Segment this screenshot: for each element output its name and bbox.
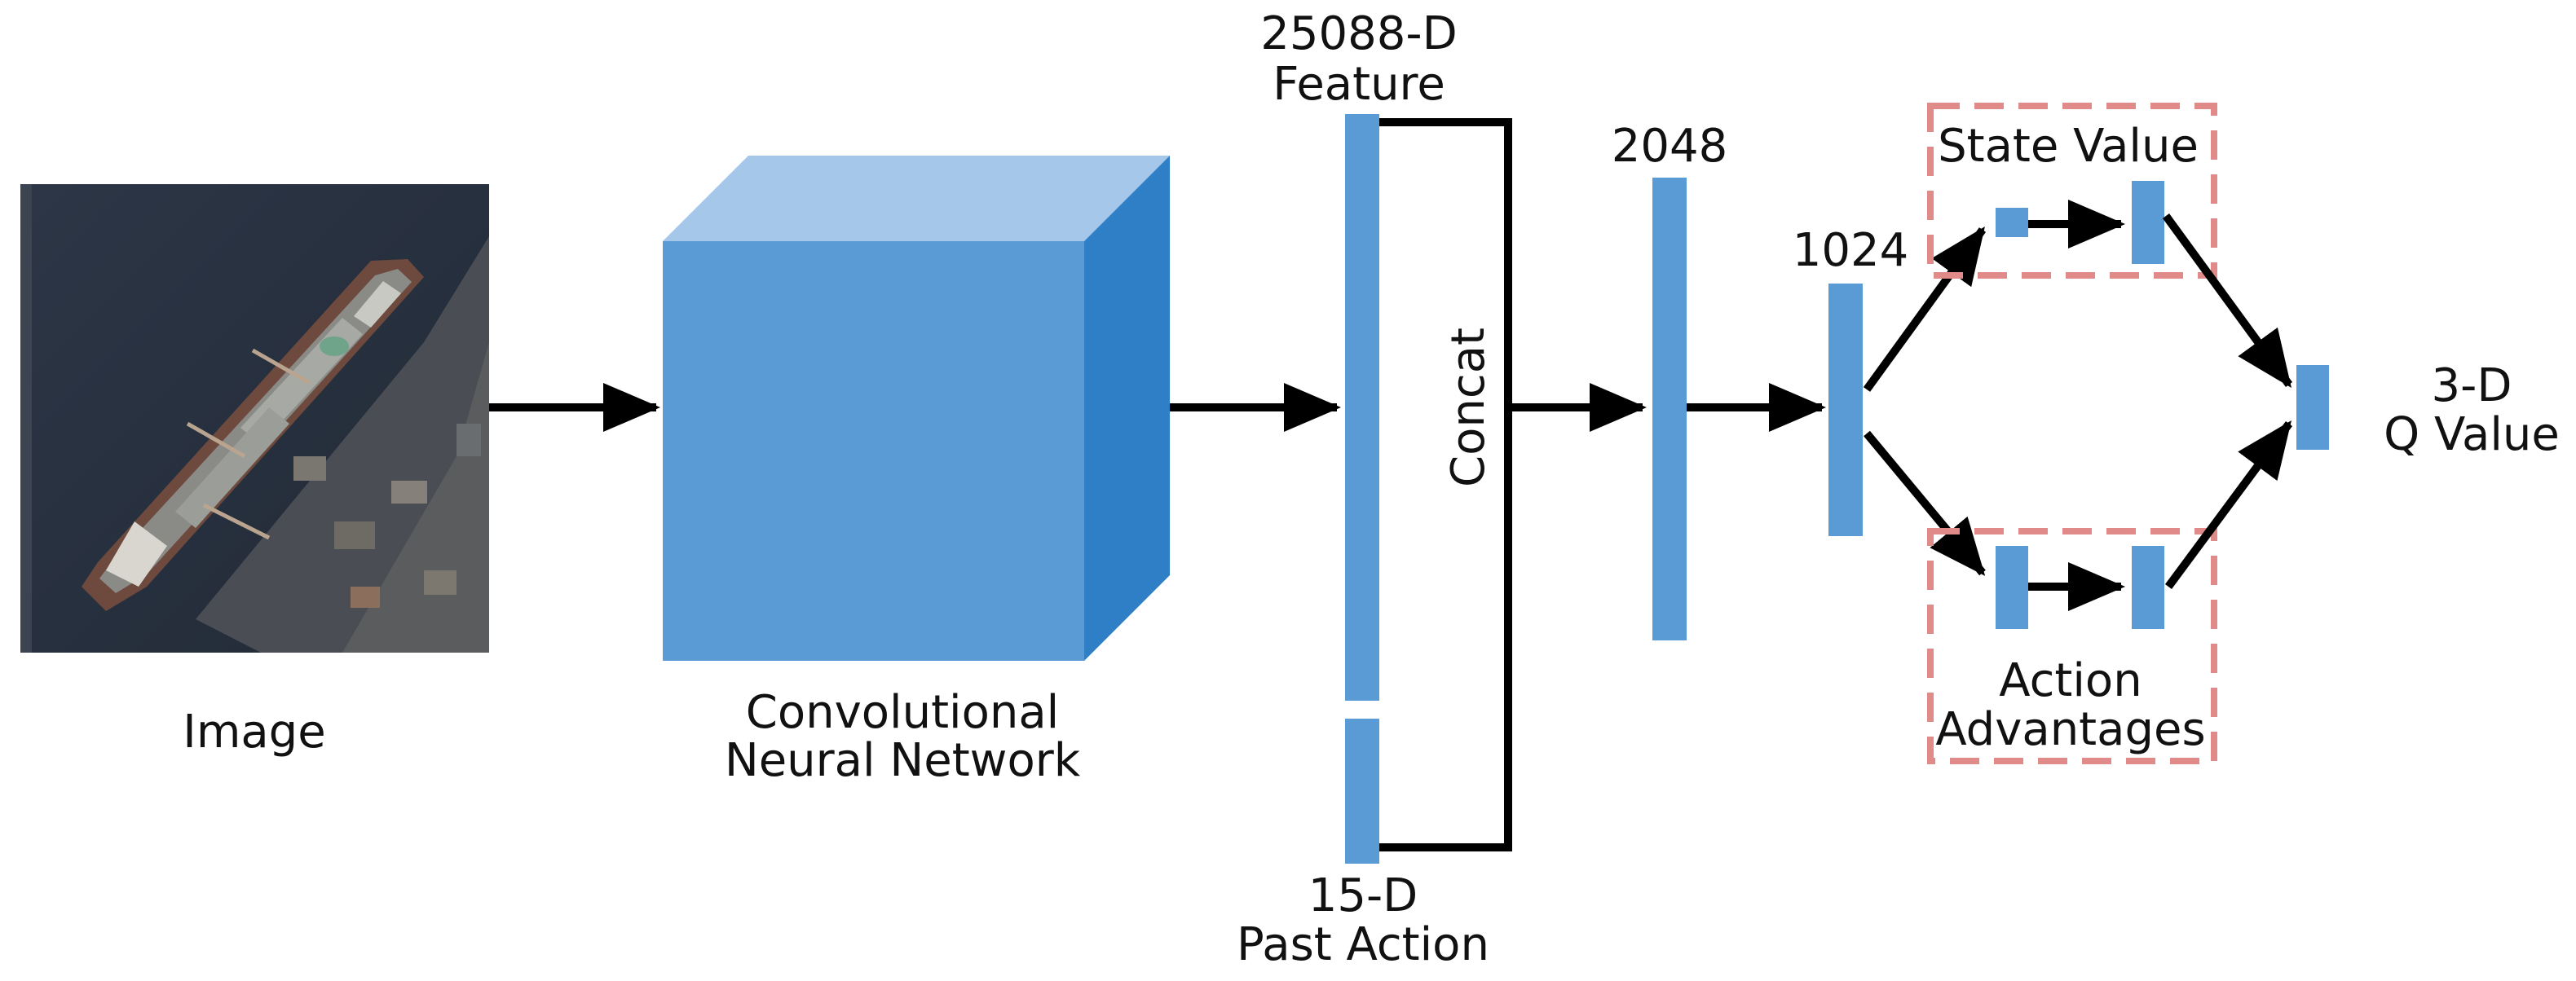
feature-vector-bar bbox=[1345, 114, 1379, 701]
state-value-box bbox=[1927, 103, 2217, 279]
advantages-label-line2: Advantages bbox=[1935, 703, 2205, 756]
arrow-state-to-q bbox=[2162, 213, 2293, 389]
advantages-label-line1: Action bbox=[1999, 654, 2142, 707]
cnn-label-line1: Convolutional bbox=[746, 686, 1059, 739]
action-advantages-box bbox=[1927, 528, 2217, 764]
cnn-cube bbox=[663, 156, 1170, 661]
fc2048-label: 2048 bbox=[1612, 120, 1728, 173]
past-action-vector-bar bbox=[1345, 719, 1379, 864]
arrow-advantage-to-q bbox=[2164, 420, 2293, 589]
cube-side-face bbox=[1084, 156, 1170, 661]
action-label-line2: Past Action bbox=[1237, 918, 1489, 971]
q-label-line2: Q Value bbox=[2384, 408, 2560, 461]
action-label-line1: 15-D bbox=[1308, 869, 1418, 922]
image-label: Image bbox=[183, 706, 325, 759]
state-value-output-bar bbox=[2132, 181, 2164, 264]
arrow-to-state-stream bbox=[1863, 226, 1987, 392]
state-value-small-bar bbox=[1996, 208, 2028, 237]
feature-label-line2: Feature bbox=[1273, 58, 1445, 111]
state-value-label: State Value bbox=[1938, 120, 2199, 173]
concat-bracket bbox=[1379, 118, 1512, 851]
cube-front-face bbox=[663, 241, 1084, 661]
advantage-bar-1 bbox=[1996, 546, 2028, 629]
feature-label-line1: 25088-D bbox=[1260, 7, 1457, 60]
q-value-bar bbox=[2296, 365, 2329, 450]
cnn-label-line2: Neural Network bbox=[725, 734, 1081, 787]
fc1024-bar bbox=[1828, 284, 1863, 536]
concat-label: Concat bbox=[1442, 328, 1495, 487]
cube-top-face bbox=[663, 156, 1170, 241]
arrow-to-advantage-stream bbox=[1864, 430, 1986, 576]
fc1024-label: 1024 bbox=[1793, 224, 1909, 277]
q-label-line1: 3-D bbox=[2432, 359, 2512, 412]
advantage-bar-2 bbox=[2132, 546, 2164, 629]
fc2048-bar bbox=[1652, 178, 1687, 640]
input-image bbox=[20, 184, 489, 653]
